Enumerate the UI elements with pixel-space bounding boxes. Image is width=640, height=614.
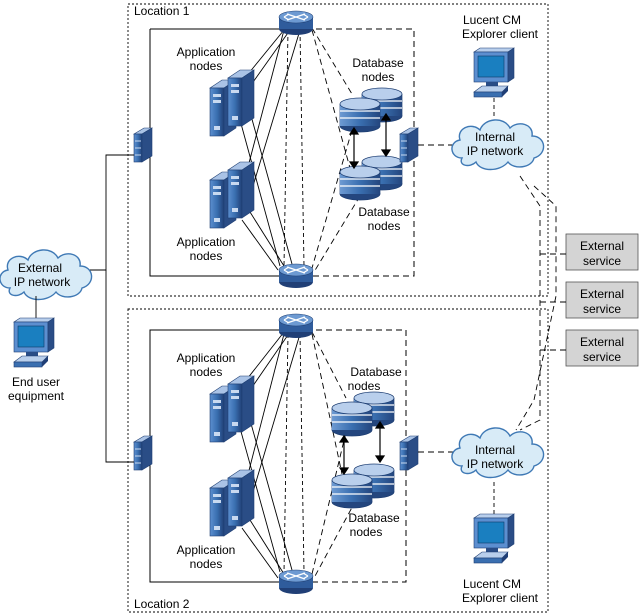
location-1-links <box>239 27 361 273</box>
external-service-3-label: External <box>580 335 624 349</box>
location-1-client-computer <box>473 47 515 98</box>
location-2-bottom-router <box>278 569 314 595</box>
location-1-bottom-router <box>278 263 314 289</box>
location-1-app-nodes-bottom <box>209 161 255 229</box>
location-1-db-nodes-top <box>339 87 403 133</box>
location-1-app-bottom-label: Application <box>177 235 236 249</box>
external-service-2-label-2: service <box>583 302 621 316</box>
external-network-group: External IP network End user equipment <box>0 154 134 463</box>
location-1-app-bottom-label-2: nodes <box>190 249 223 263</box>
location-1-top-router <box>278 10 314 36</box>
location-1-replication-arrows <box>348 112 392 170</box>
location-2-top-router <box>278 313 314 339</box>
location-2-app-top-label-2: nodes <box>190 365 223 379</box>
external-service-2-label: External <box>580 287 624 301</box>
external-service-2: External service <box>565 281 639 319</box>
location-2-replication-arrows <box>338 420 386 476</box>
external-to-location-2-link <box>105 270 134 463</box>
location-1-internal-label: Internal <box>475 130 515 144</box>
location-2-db-bottom-label-2: nodes <box>350 525 383 539</box>
location-2-ingress-switch <box>133 435 153 471</box>
location-2-internal-label: Internal <box>475 443 515 457</box>
location-1: Location 1 Application node <box>127 3 549 297</box>
location-1-internal-label-2: IP network <box>467 144 524 158</box>
location-2-app-top-label: Application <box>177 351 236 365</box>
location-2: Location 2 Application nodes <box>127 308 549 613</box>
location-1-app-top-label-2: nodes <box>190 59 223 73</box>
end-user-label: End user <box>12 375 60 389</box>
external-service-1: External service <box>565 233 639 271</box>
location-1-lan-frame <box>149 29 296 277</box>
location-1-client-label: Lucent CM <box>463 13 521 27</box>
location-1-egress-switch <box>399 127 419 163</box>
location-1-db-top-label-2: nodes <box>362 70 395 84</box>
external-network-label-2: IP network <box>14 275 71 289</box>
location-1-client-label-2: Explorer client <box>462 27 539 41</box>
location-1-db-nodes-bottom <box>339 155 403 201</box>
location-2-label: Location 2 <box>134 597 190 611</box>
end-user-label-2: equipment <box>8 389 65 403</box>
external-service-links <box>515 175 566 431</box>
location-1-db-top-label: Database <box>352 56 404 70</box>
location-1-db-bottom-label-2: nodes <box>368 219 401 233</box>
location-2-egress-switch <box>399 435 419 471</box>
location-2-internal-label-2: IP network <box>467 457 524 471</box>
location-2-app-nodes-top <box>209 375 255 443</box>
location-1-app-top-label: Application <box>177 45 236 59</box>
location-2-links <box>239 331 357 579</box>
location-2-app-nodes-bottom <box>209 469 255 537</box>
location-2-db-top-label-2: nodes <box>348 379 381 393</box>
location-1-boundary <box>127 3 549 297</box>
location-2-db-nodes-top <box>331 391 395 437</box>
external-services: External service External service Extern… <box>515 175 639 431</box>
end-user-computer <box>13 317 55 368</box>
location-2-app-bottom-label-2: nodes <box>190 557 223 571</box>
external-service-1-label: External <box>580 239 624 253</box>
location-2-client-computer <box>473 513 515 564</box>
location-2-boundary <box>127 308 549 613</box>
location-1-app-nodes-top <box>209 69 255 137</box>
location-2-client-label-2: Explorer client <box>462 591 539 605</box>
external-service-3-label-2: service <box>583 350 621 364</box>
location-1-ingress-switch <box>133 127 153 163</box>
location-2-client-label: Lucent CM <box>463 577 521 591</box>
location-1-db-bottom-label: Database <box>358 205 410 219</box>
location-2-app-bottom-label: Application <box>177 543 236 557</box>
location-2-db-bottom-label: Database <box>348 511 400 525</box>
external-network-label: External <box>18 261 62 275</box>
external-service-3: External service <box>565 329 639 367</box>
external-to-location-1-link <box>80 154 134 271</box>
location-1-label: Location 1 <box>134 4 190 18</box>
location-2-db-top-label: Database <box>350 365 402 379</box>
external-service-1-label-2: service <box>583 254 621 268</box>
